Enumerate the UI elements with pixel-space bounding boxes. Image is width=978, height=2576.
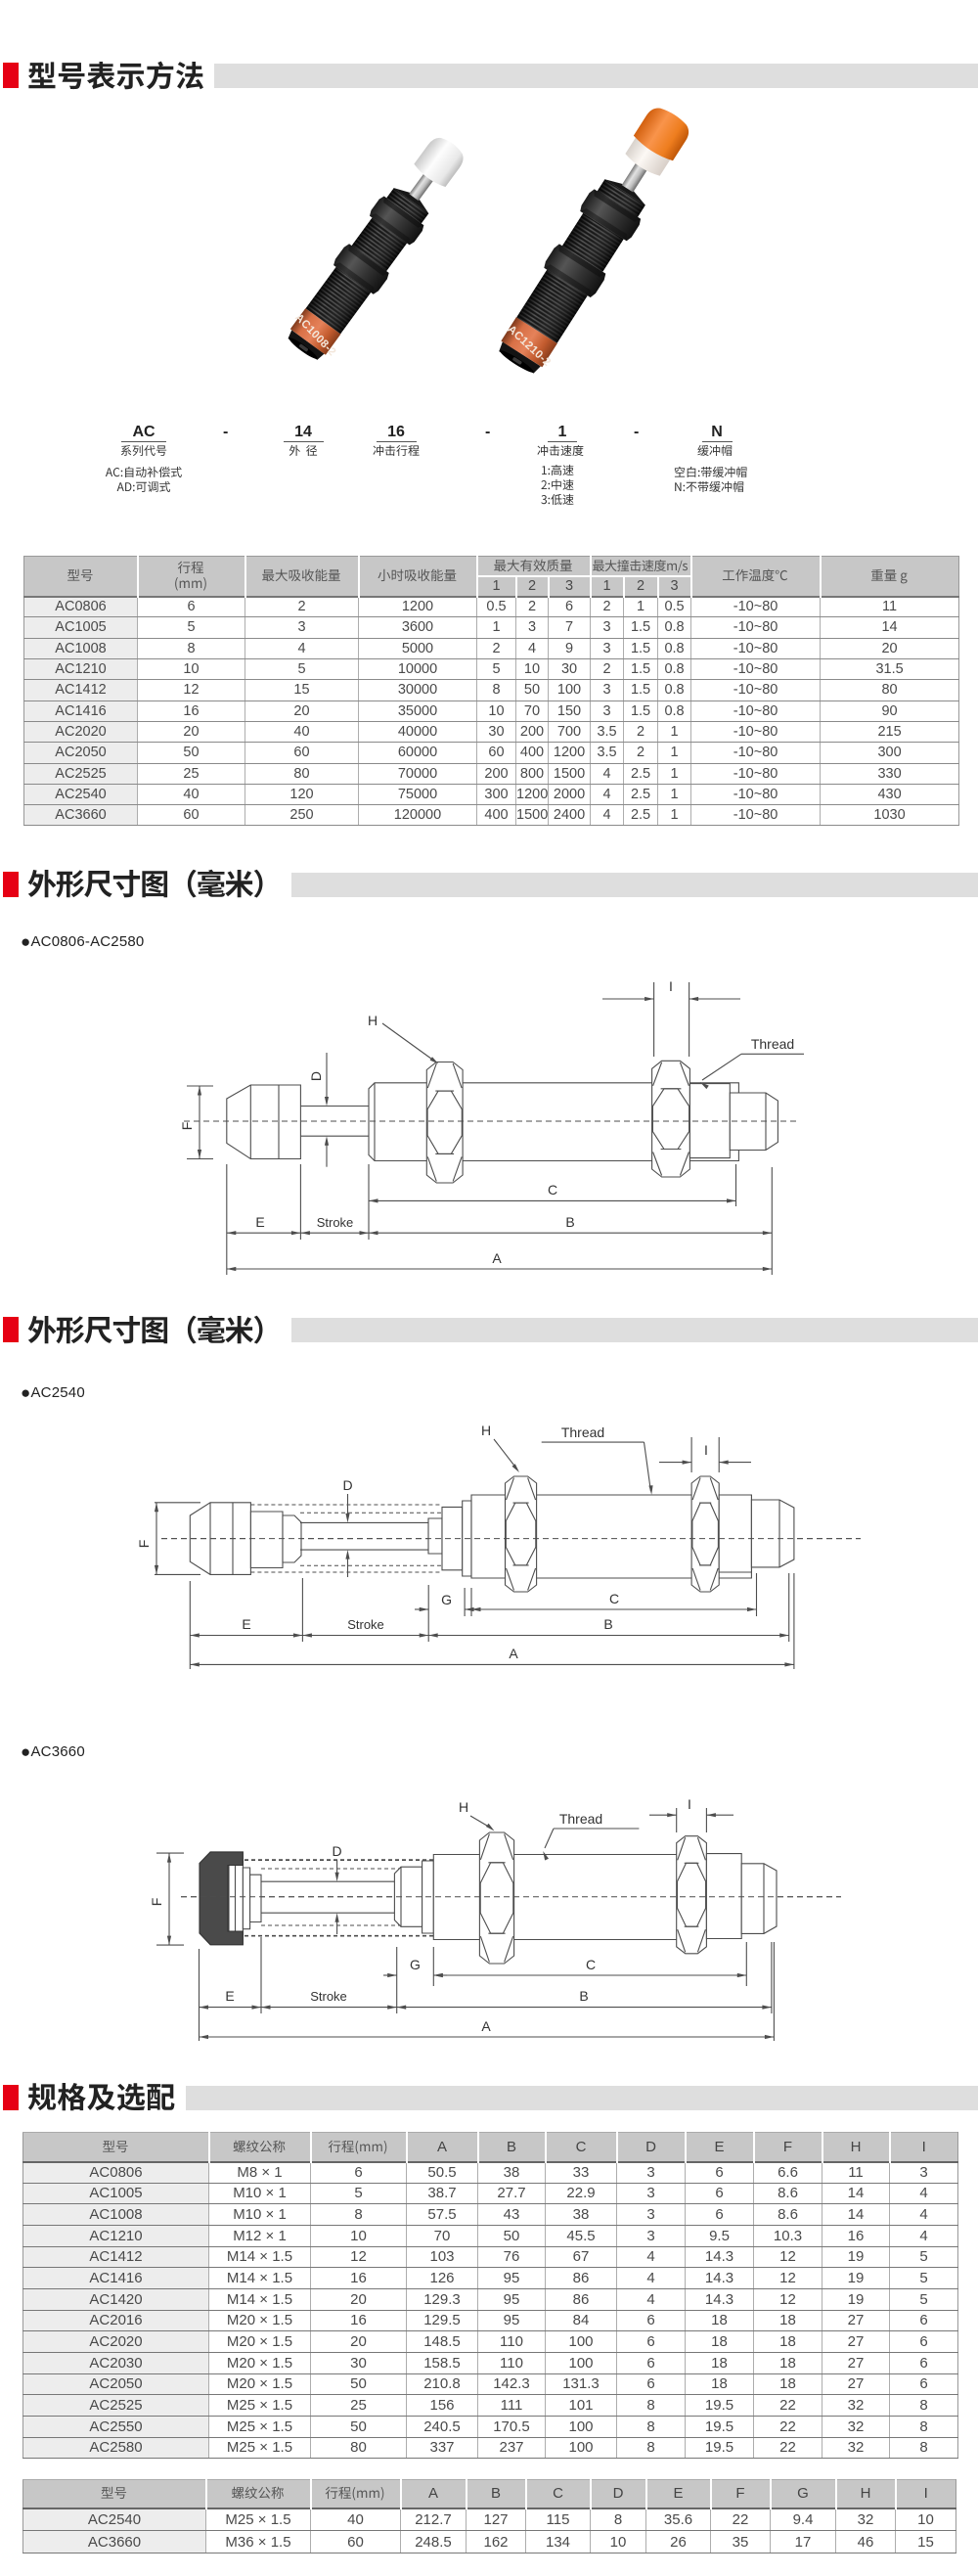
svg-text:B: B xyxy=(603,1616,612,1632)
svg-text:D: D xyxy=(333,1843,342,1859)
svg-text:A: A xyxy=(481,2018,491,2034)
svg-text:B: B xyxy=(579,1988,588,2004)
svg-text:I: I xyxy=(704,1442,708,1458)
svg-text:H: H xyxy=(459,1799,468,1815)
svg-text:Thread: Thread xyxy=(561,1424,604,1440)
svg-text:A: A xyxy=(509,1646,518,1661)
svg-text:D: D xyxy=(308,1071,324,1081)
svg-text:Thread: Thread xyxy=(559,1811,602,1827)
svg-text:F: F xyxy=(136,1540,152,1549)
svg-text:E: E xyxy=(255,1214,264,1230)
svg-text:C: C xyxy=(609,1591,619,1606)
svg-text:C: C xyxy=(548,1182,557,1198)
svg-text:I: I xyxy=(688,1796,691,1812)
svg-text:H: H xyxy=(481,1423,491,1438)
svg-text:Stroke: Stroke xyxy=(317,1215,354,1230)
svg-text:E: E xyxy=(225,1988,234,2004)
svg-text:Thread: Thread xyxy=(751,1036,794,1052)
svg-text:G: G xyxy=(441,1592,452,1607)
svg-text:H: H xyxy=(368,1013,378,1028)
svg-text:Stroke: Stroke xyxy=(310,1989,347,2004)
svg-text:F: F xyxy=(149,1898,164,1907)
svg-text:D: D xyxy=(342,1477,352,1493)
svg-text:E: E xyxy=(242,1616,250,1632)
svg-text:G: G xyxy=(410,1957,421,1972)
svg-text:Stroke: Stroke xyxy=(347,1617,384,1632)
svg-text:I: I xyxy=(669,978,673,994)
svg-text:B: B xyxy=(565,1214,574,1230)
svg-text:C: C xyxy=(586,1957,596,1972)
svg-text:F: F xyxy=(179,1122,195,1131)
svg-text:A: A xyxy=(492,1250,502,1266)
